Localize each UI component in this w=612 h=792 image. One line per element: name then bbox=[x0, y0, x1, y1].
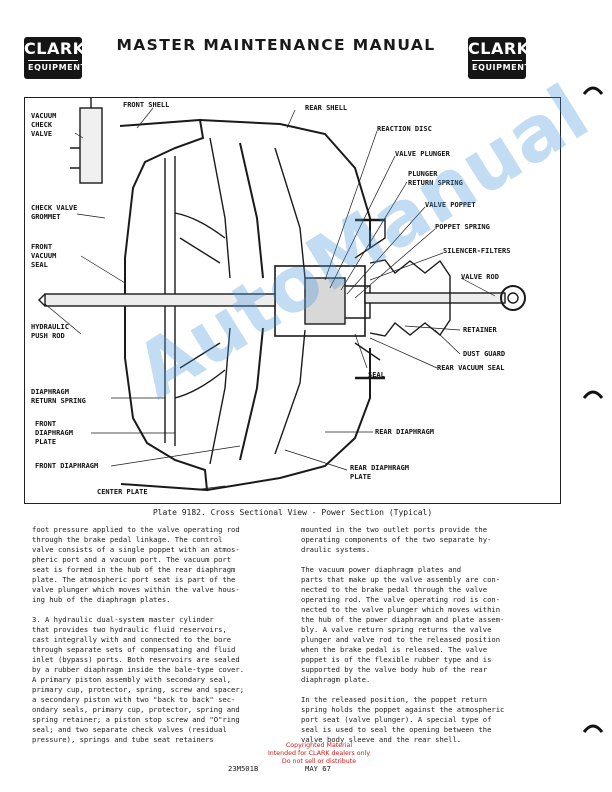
leader-lines bbox=[44, 107, 496, 490]
logo-brand: CLARK bbox=[468, 39, 530, 58]
logo-sub: EQUIPMENT bbox=[472, 60, 530, 72]
label-center-plate: CENTER PLATE bbox=[97, 488, 148, 496]
label-retainer: RETAINER bbox=[463, 326, 498, 334]
copyright-notice: Copyrighted Material Intended for CLARK … bbox=[258, 742, 380, 766]
booster-body bbox=[38, 98, 526, 492]
label-front-diaphragm: FRONT DIAPHRAGM bbox=[35, 462, 98, 470]
label-dust-guard: DUST GUARD bbox=[463, 350, 505, 358]
label-valve-rod: VALVE ROD bbox=[461, 273, 499, 281]
binder-hole-mark bbox=[582, 86, 604, 95]
label-silencer-filters: SILENCER-FILTERS bbox=[443, 247, 510, 255]
plate-caption: Plate 9182. Cross Sectional View - Power… bbox=[152, 508, 433, 517]
logo-brand: CLARK bbox=[24, 39, 86, 58]
manual-title: MASTER MAINTENANCE MANUAL bbox=[116, 36, 436, 54]
document-code: 23M501B bbox=[228, 764, 259, 773]
text-column-left: foot pressure applied to the valve opera… bbox=[32, 525, 282, 755]
label-valve-poppet: VALVE POPPET bbox=[425, 201, 476, 209]
paragraph: In the released position, the poppet ret… bbox=[301, 695, 505, 744]
paragraph: mounted in the two outlet ports provide … bbox=[301, 525, 492, 554]
label-rear-vacuum-seal: REAR VACUUM SEAL bbox=[437, 364, 504, 372]
label-rear-shell: REAR SHELL bbox=[305, 104, 347, 112]
binder-hole-mark bbox=[582, 724, 604, 733]
paragraph: foot pressure applied to the valve opera… bbox=[32, 525, 240, 604]
paragraph: 3. A hydraulic dual-system master cylind… bbox=[32, 615, 245, 744]
label-seal: SEAL bbox=[368, 371, 385, 379]
copyright-line: Do not sell or distribute bbox=[281, 758, 357, 765]
logo-sub: EQUIPMENT bbox=[28, 60, 86, 72]
text-column-right: mounted in the two outlet ports provide … bbox=[301, 525, 551, 755]
label-reaction-disc: REACTION DISC bbox=[377, 125, 432, 133]
binder-hole-mark bbox=[582, 390, 604, 399]
label-rear-diaphragm: REAR DIAPHRAGM bbox=[375, 428, 434, 436]
label-poppet-spring: POPPET SPRING bbox=[435, 223, 490, 231]
copyright-line: Intended for CLARK dealers only bbox=[267, 750, 371, 757]
clark-logo-left: CLARK EQUIPMENT bbox=[24, 37, 86, 79]
clark-logo-right: CLARK EQUIPMENT bbox=[468, 37, 530, 79]
document-date: MAY 67 bbox=[305, 764, 331, 773]
paragraph: The vacuum power diaphragm plates and pa… bbox=[301, 565, 505, 684]
label-front-shell: FRONT SHELL bbox=[123, 101, 169, 109]
copyright-line: Copyrighted Material bbox=[285, 742, 353, 749]
label-valve-plunger: VALVE PLUNGER bbox=[395, 150, 451, 158]
